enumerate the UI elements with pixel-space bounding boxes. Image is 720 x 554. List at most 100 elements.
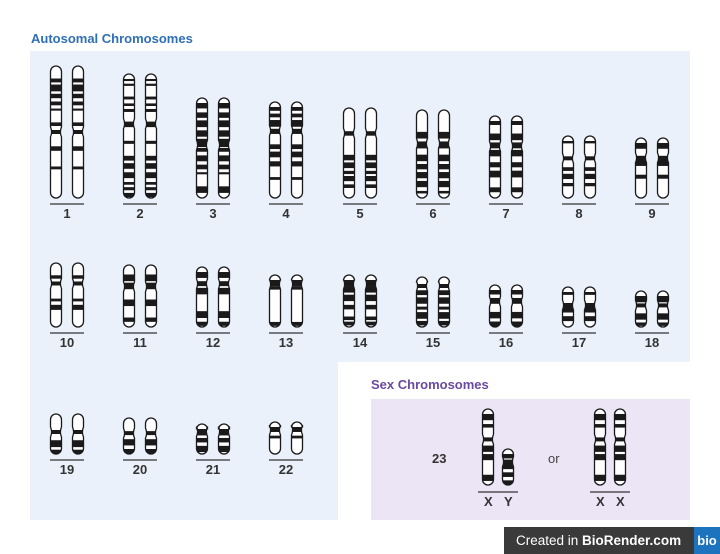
chromosome-number-8: 8 xyxy=(575,206,582,221)
chromosome-number-14: 14 xyxy=(353,335,368,350)
chromosome-1-a xyxy=(49,65,63,199)
chromosome-pair-7: 7 xyxy=(488,115,524,221)
sex-pair-number: 23 xyxy=(432,451,446,466)
chromosome-8-a xyxy=(561,135,575,199)
chromosome-20-a xyxy=(122,417,136,455)
chromosome-number-16: 16 xyxy=(499,335,513,350)
chromosome-number-4: 4 xyxy=(282,206,290,221)
chromosome-3-a xyxy=(195,97,209,199)
chromosome-22-a xyxy=(268,421,282,455)
chromosome-4-b xyxy=(290,101,304,199)
chromosome-21-a xyxy=(195,423,209,455)
chromosome-number-18: 18 xyxy=(645,335,659,350)
chromosome-number-11: 11 xyxy=(133,335,147,350)
chromosome-number-21: 21 xyxy=(206,462,220,477)
chromosome-21-b xyxy=(217,423,231,455)
chromosome-number-1: 1 xyxy=(63,206,70,221)
chromosome-19-a xyxy=(49,413,63,455)
chromosome-number-22: 22 xyxy=(279,462,293,477)
chromosome-9-a xyxy=(634,137,648,199)
chromosome-number-15: 15 xyxy=(426,335,440,350)
chromosome-5-b xyxy=(364,107,378,199)
chromosome-pair-22: 22 xyxy=(268,421,304,477)
chromosome-12-b xyxy=(217,266,231,328)
chromosome-15-a xyxy=(415,276,429,328)
chromosome-number-5: 5 xyxy=(356,206,363,221)
chromosome-pair-6: 6 xyxy=(415,109,451,221)
chromosome-13-a xyxy=(268,274,282,328)
chromosome-pair-1: 1 xyxy=(49,65,85,221)
sex-chromosome-panel xyxy=(371,399,690,520)
chromosome-18-a xyxy=(634,290,648,328)
chromosome-18-b xyxy=(656,290,670,328)
chromosome-19-b xyxy=(71,413,85,455)
chromosome-3-b xyxy=(217,97,231,199)
chromosome-6-b xyxy=(437,109,451,199)
chromosome-10-b xyxy=(71,262,85,328)
chromosome-pair-3: 3 xyxy=(195,97,231,221)
sex-chromosomes-title: Sex Chromosomes xyxy=(371,377,489,392)
chromosome-5-a xyxy=(342,107,356,199)
watermark-text: Created in BioRender.com xyxy=(516,533,682,548)
chromosome-pair-8: 8 xyxy=(561,135,597,221)
chromosome-8-b xyxy=(583,135,597,199)
chromosome-17-b xyxy=(583,286,597,328)
male-x-chromosome-body xyxy=(481,408,495,486)
chromosome-pair-12: 12 xyxy=(195,266,231,350)
chromosome-22-b xyxy=(290,421,304,455)
chromosome-pair-5: 5 xyxy=(342,107,378,221)
male-x-label: X xyxy=(484,494,493,509)
autosomal-chromosomes-title: Autosomal Chromosomes xyxy=(31,31,193,46)
chromosome-11-b xyxy=(144,264,158,328)
chromosome-14-b xyxy=(364,274,378,328)
chromosome-number-19: 19 xyxy=(60,462,74,477)
chromosome-11-a xyxy=(122,264,136,328)
chromosome-14-a xyxy=(342,274,356,328)
chromosome-pair-20: 20 xyxy=(122,417,158,477)
chromosome-10-a xyxy=(49,262,63,328)
chromosome-number-12: 12 xyxy=(206,335,220,350)
chromosome-number-9: 9 xyxy=(648,206,655,221)
chromosome-pair-17: 17 xyxy=(561,286,597,350)
chromosome-pair-14: 14 xyxy=(342,274,378,350)
chromosome-13-b xyxy=(290,274,304,328)
chromosome-17-a xyxy=(561,286,575,328)
chromosome-9-b xyxy=(656,137,670,199)
male-y-chromosome xyxy=(501,448,515,486)
chromosome-number-7: 7 xyxy=(502,206,509,221)
chromosome-7-a xyxy=(488,115,502,199)
chromosome-number-13: 13 xyxy=(279,335,293,350)
male-x-chromosome xyxy=(481,408,495,486)
female-x-chromosome-2-body xyxy=(613,408,627,486)
chromosome-pair-11: 11 xyxy=(122,264,158,350)
chromosome-number-3: 3 xyxy=(209,206,216,221)
male-y-chromosome-body xyxy=(501,448,515,486)
female-x-chromosome-2 xyxy=(613,408,627,486)
chromosome-pair-2: 2 xyxy=(122,73,158,221)
chromosome-2-a xyxy=(122,73,136,199)
male-y-label: Y xyxy=(504,494,513,509)
female-x-label-2: X xyxy=(616,494,625,509)
chromosome-pair-13: 13 xyxy=(268,274,304,350)
chromosome-pair-21: 21 xyxy=(195,423,231,477)
chromosome-pair-15: 15 xyxy=(415,276,451,350)
chromosome-20-b xyxy=(144,417,158,455)
autosomal-panel-top xyxy=(30,51,690,362)
female-x-chromosome-1 xyxy=(593,408,607,486)
chromosome-number-17: 17 xyxy=(572,335,586,350)
biorender-watermark[interactable]: Created in BioRender.com bio xyxy=(504,527,720,554)
chromosome-pair-9: 9 xyxy=(634,137,670,221)
chromosome-6-a xyxy=(415,109,429,199)
chromosome-7-b xyxy=(510,115,524,199)
chromosome-pair-10: 10 xyxy=(49,262,85,350)
or-label: or xyxy=(548,451,560,466)
chromosome-pair-18: 18 xyxy=(634,290,670,350)
chromosome-4-a xyxy=(268,101,282,199)
chromosome-number-6: 6 xyxy=(429,206,436,221)
chromosome-pair-4: 4 xyxy=(268,101,304,221)
chromosome-16-b xyxy=(510,284,524,328)
female-x-chromosome-1-body xyxy=(593,408,607,486)
female-x-label-1: X xyxy=(596,494,605,509)
chromosome-number-20: 20 xyxy=(133,462,147,477)
